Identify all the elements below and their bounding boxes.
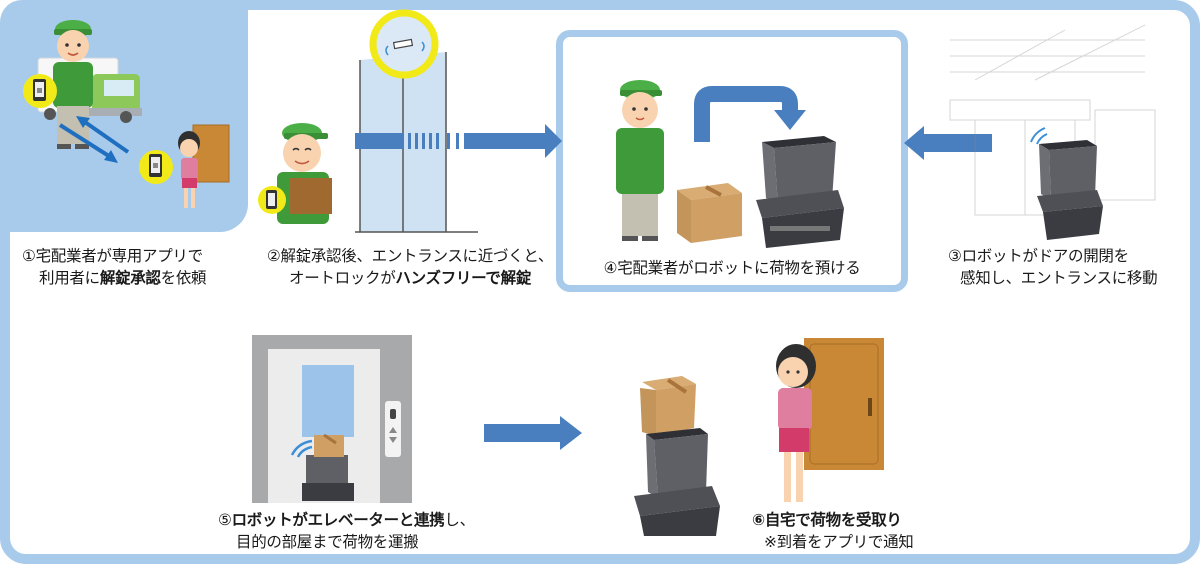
emphasis: 解錠承認 (99, 269, 161, 287)
emphasis: ロボットがエレベーターと連携 (231, 511, 445, 529)
step3-illustration (949, 24, 1156, 240)
door-icon (192, 124, 230, 183)
package-box-icon (290, 178, 332, 214)
delivery-robot-icon (302, 455, 354, 501)
delivery-robot-icon (634, 428, 720, 536)
package-box-icon (640, 376, 696, 436)
step6-illustration (634, 338, 884, 536)
step3-to-step4-arrow (904, 126, 992, 160)
step1-illustration (23, 20, 230, 208)
text: オートロックが (289, 269, 396, 287)
step5-to-step6-arrow (484, 416, 582, 450)
step2-caption: ②解錠承認後、エントランスに近づくと、 オートロックがハンズフリーで解錠 (250, 245, 570, 289)
delivery-worker-icon (277, 123, 332, 224)
step5-caption: ⑤ロボットがエレベーターと連携し、 目的の部屋まで荷物を運搬 (218, 509, 475, 553)
smartphone-lock-icon (23, 74, 57, 108)
emphasis: ⑥自宅で荷物を受取り (752, 511, 902, 529)
text: ⑤ (218, 511, 232, 529)
step3-caption-line2: 感知し、エントランスに移動 (960, 269, 1158, 287)
step1-caption-line2: 利用者に解錠承認を依頼 (22, 267, 207, 289)
step1-caption-line1: ①宅配業者が専用アプリで (22, 247, 203, 265)
delivery-worker-icon (616, 80, 664, 241)
delivery-worker-icon (53, 20, 93, 149)
package-box-icon (314, 433, 344, 457)
step2-caption-line2: オートロックがハンズフリーで解錠 (250, 267, 570, 289)
handover-arrow (694, 86, 806, 142)
step5-illustration (252, 335, 412, 503)
step6-caption-line2: ※到着をアプリで通知 (764, 533, 914, 551)
step4-panel (556, 30, 908, 292)
step2-illustration (258, 9, 562, 233)
wireless-signal-icon (1030, 127, 1048, 145)
step3-caption: ③ロボットがドアの開閉を 感知し、エントランスに移動 (948, 245, 1158, 289)
step4-caption: ④宅配業者がロボットに荷物を預ける (603, 259, 861, 277)
step5-caption-line2: 目的の部屋まで荷物を運搬 (236, 533, 419, 551)
resident-woman-icon (178, 131, 200, 208)
step3-caption-line1: ③ロボットがドアの開閉を (948, 247, 1129, 265)
step6-caption-line1: ⑥自宅で荷物を受取り (752, 509, 914, 531)
door-icon (804, 338, 884, 470)
step6-caption: ⑥自宅で荷物を受取り ※到着をアプリで通知 (752, 509, 914, 553)
text: し、 (444, 511, 475, 529)
request-arrows (58, 116, 130, 163)
resident-woman-icon (776, 344, 816, 502)
step4-illustration (616, 80, 844, 248)
sensor-icon (369, 9, 439, 79)
smartphone-lock-icon (258, 186, 286, 214)
text: 利用者に (39, 269, 100, 287)
smartphone-lock-icon (139, 150, 173, 184)
step5-caption-line1: ⑤ロボットがエレベーターと連携し、 (218, 509, 475, 531)
step2-caption-line1: ②解錠承認後、エントランスに近づくと、 (266, 247, 554, 265)
emphasis: ハンズフリーで解錠 (395, 269, 531, 287)
step1-caption: ①宅配業者が専用アプリで 利用者に解錠承認を依頼 (22, 245, 207, 289)
approach-arrow (355, 124, 562, 158)
wireless-signal-icon (290, 439, 313, 458)
delivery-robot-icon (756, 136, 844, 248)
package-box-icon (677, 183, 742, 243)
delivery-robot-icon (1037, 140, 1103, 240)
text: を依頼 (160, 269, 207, 287)
